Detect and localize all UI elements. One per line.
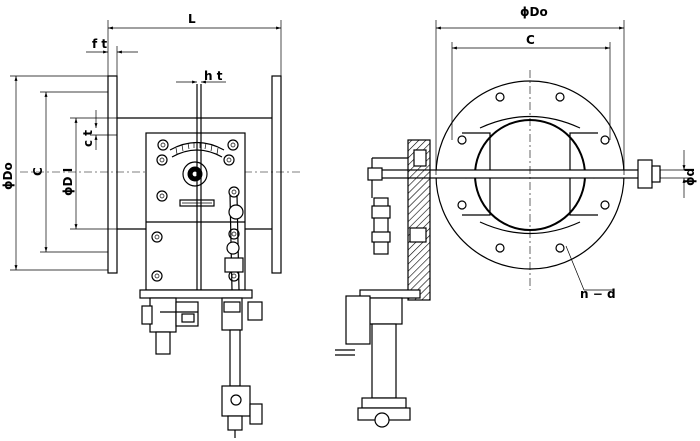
dim-C-front: C bbox=[451, 33, 611, 140]
dim-ct: c t bbox=[81, 110, 117, 150]
front-view: ϕDo C ϕd n − d bbox=[335, 5, 697, 428]
label-phiDi: ϕD I bbox=[61, 168, 75, 196]
dim-nd: n − d bbox=[565, 245, 616, 301]
dim-phiDi: ϕD I bbox=[61, 117, 117, 230]
dim-phid: ϕd bbox=[660, 150, 697, 198]
side-view: L f t h t ϕDo C bbox=[1, 12, 300, 438]
label-ct: c t bbox=[81, 130, 95, 147]
label-ft: f t bbox=[92, 37, 107, 51]
dim-ft: f t bbox=[86, 37, 138, 76]
label-L: L bbox=[188, 12, 196, 26]
solenoid-valve-assembly bbox=[141, 297, 199, 355]
right-flange bbox=[271, 75, 282, 274]
label-C-front: C bbox=[526, 33, 535, 47]
cylinder-rod bbox=[221, 297, 263, 438]
hatched-end-plate bbox=[407, 139, 431, 301]
dim-phiDo-front: ϕDo bbox=[435, 5, 625, 175]
dim-C-side: C bbox=[31, 91, 108, 253]
label-ht: h t bbox=[204, 69, 223, 83]
label-phid: ϕd bbox=[683, 168, 697, 186]
dim-phiDo-side: ϕDo bbox=[1, 75, 108, 271]
front-cylinder bbox=[335, 197, 421, 428]
left-flange bbox=[107, 75, 118, 274]
label-phiDo-side: ϕDo bbox=[1, 162, 15, 190]
actuator-base bbox=[139, 289, 253, 299]
dim-ht: h t bbox=[176, 69, 226, 84]
label-C-side: C bbox=[31, 167, 45, 176]
label-phiDo-front: ϕDo bbox=[520, 5, 548, 19]
dim-L: L bbox=[107, 12, 282, 76]
plate-bolts bbox=[151, 139, 240, 282]
label-nd: n − d bbox=[580, 287, 616, 301]
